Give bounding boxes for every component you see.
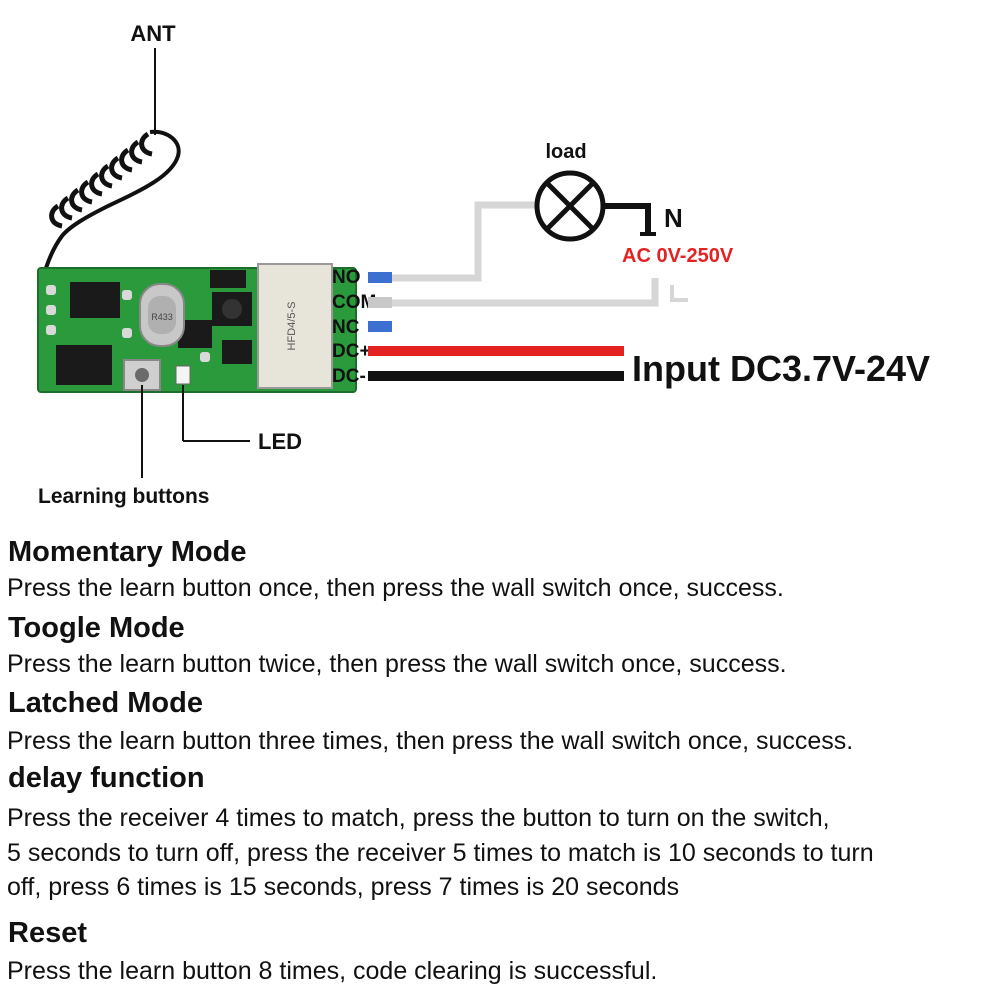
mode-desc-reset: Press the learn button 8 times, code cle… xyxy=(7,957,658,985)
led-label: LED xyxy=(258,429,302,454)
mode-title-toggle: Toogle Mode xyxy=(8,612,185,644)
ac-wire-stub xyxy=(670,285,688,302)
nc-wire-stub xyxy=(368,321,392,332)
mode-title-latched: Latched Mode xyxy=(8,687,203,719)
neutral-label: N xyxy=(664,203,683,233)
mode-desc-toggle: Press the learn button twice, then press… xyxy=(7,650,787,678)
mode-desc-delay-line-2: 5 seconds to turn off, press the receive… xyxy=(7,839,874,867)
ic-chip-1 xyxy=(70,282,120,318)
mode-title-momentary: Momentary Mode xyxy=(8,536,247,568)
pin-label-com: COM xyxy=(332,292,376,313)
pin-label-dc-positive: DC+ xyxy=(332,341,371,362)
antenna-label: ANT xyxy=(130,21,176,46)
relay xyxy=(257,263,333,389)
ac-voltage-label: AC 0V-250V xyxy=(622,245,734,267)
mode-desc-delay-line-3: off, press 6 times is 15 seconds, press … xyxy=(7,873,680,901)
no-wire-stub xyxy=(368,272,392,283)
terminal-block: NO COM NC DC+ DC- xyxy=(332,267,376,387)
mode-title-delay: delay function xyxy=(8,762,205,794)
load-wire-no xyxy=(390,201,535,282)
pin-label-dc-negative: DC- xyxy=(332,366,366,387)
led-indicator xyxy=(175,365,191,385)
wiring-diagram: ANT load N AC 0V-250V R433 HFD4/5-S xyxy=(37,21,930,508)
pin-label-nc: NC xyxy=(332,317,360,338)
receiver-pcb: R433 HFD4/5-S xyxy=(37,263,357,393)
ac-wire-com xyxy=(390,278,659,307)
crystal-marking: R433 xyxy=(151,312,173,322)
load-label: load xyxy=(545,141,586,163)
relay-marking: HFD4/5-S xyxy=(286,302,298,351)
mode-desc-delay-line-1: Press the receiver 4 times to match, pre… xyxy=(7,804,830,832)
led-callout: LED xyxy=(182,385,302,454)
dc-negative-wire xyxy=(368,371,624,381)
learning-callout: Learning buttons xyxy=(38,385,210,508)
antenna: ANT xyxy=(44,21,181,269)
load-lamp-icon xyxy=(534,170,656,242)
mode-desc-latched: Press the learn button three times, then… xyxy=(7,727,854,755)
input-voltage-label: Input DC3.7V-24V xyxy=(632,348,930,389)
dc-positive-wire xyxy=(368,346,624,356)
pin-label-no: NO xyxy=(332,267,361,288)
mode-desc-momentary: Press the learn button once, then press … xyxy=(7,574,784,602)
mode-title-reset: Reset xyxy=(8,917,87,949)
learning-buttons-label: Learning buttons xyxy=(38,485,210,508)
ac-wires xyxy=(390,201,688,307)
ic-chip-2 xyxy=(56,345,112,385)
